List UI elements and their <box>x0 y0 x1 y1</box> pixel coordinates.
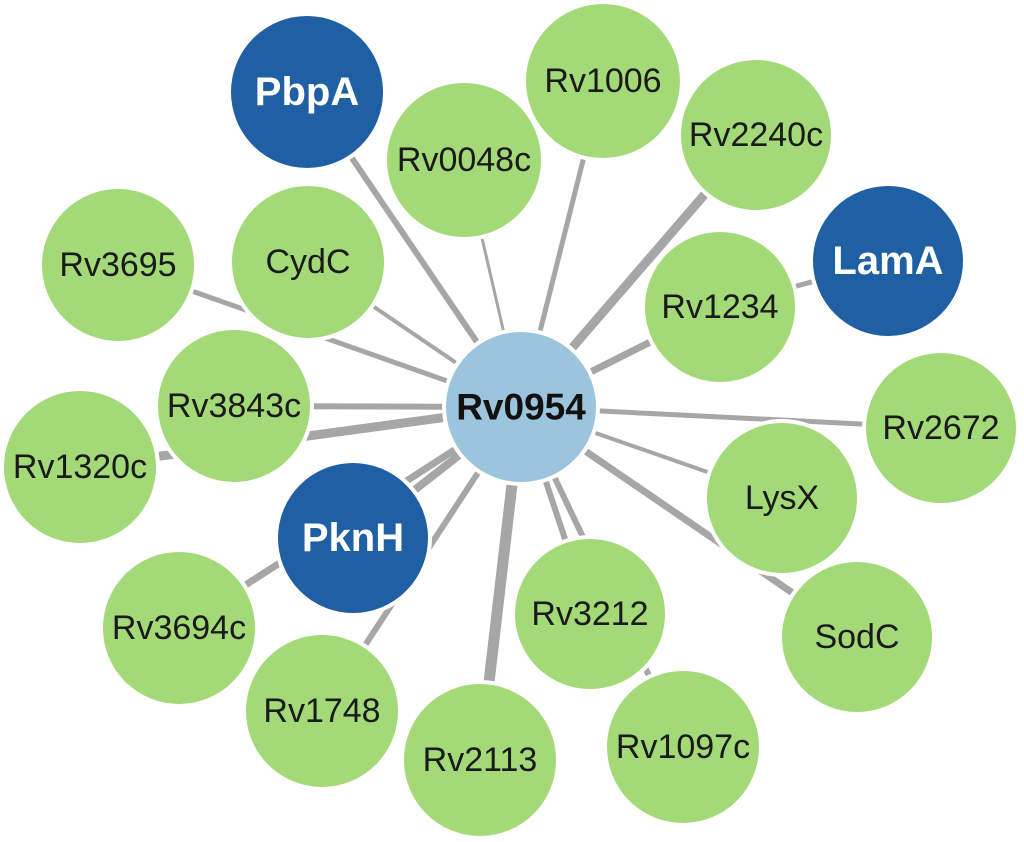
node-circle-lysx <box>703 419 861 577</box>
node-rv0954[interactable]: Rv0954 <box>442 328 600 486</box>
node-circle-rv1320c <box>0 387 160 547</box>
node-label-lysx: LysX <box>745 479 819 517</box>
node-label-rv3843c: Rv3843c <box>167 387 301 425</box>
node-circle-rv3694c <box>99 548 259 708</box>
node-label-rv2672: Rv2672 <box>882 409 999 447</box>
node-label-rv0954: Rv0954 <box>456 387 586 428</box>
node-circle-sodc <box>778 558 936 716</box>
node-circle-rv0954 <box>442 328 600 486</box>
node-rv3212[interactable]: Rv3212 <box>511 535 669 693</box>
node-label-rv1006: Rv1006 <box>544 62 661 100</box>
node-label-rv2113: Rv2113 <box>423 741 538 779</box>
node-sodc[interactable]: SodC <box>778 558 936 716</box>
node-rv3843c[interactable]: Rv3843c <box>154 326 314 486</box>
node-rv1234[interactable]: Rv1234 <box>641 228 799 386</box>
node-rv3695[interactable]: Rv3695 <box>38 185 198 345</box>
node-circle-rv2113 <box>400 680 560 840</box>
node-circle-pknh <box>274 459 432 617</box>
node-circle-rv1006 <box>522 0 684 162</box>
node-label-lama: LamA <box>832 239 943 283</box>
node-pknh[interactable]: PknH <box>274 459 432 617</box>
node-label-rv1320c: Rv1320c <box>13 448 147 486</box>
node-rv0048c[interactable]: Rv0048c <box>383 79 545 241</box>
node-label-rv3694c: Rv3694c <box>112 609 246 647</box>
node-circle-rv3212 <box>511 535 669 693</box>
node-circle-rv1097c <box>603 667 763 827</box>
node-circle-lama <box>809 182 967 340</box>
node-rv2113[interactable]: Rv2113 <box>400 680 560 840</box>
node-circle-cydc <box>228 182 388 342</box>
node-circle-rv1748 <box>242 631 402 791</box>
node-pbpa[interactable]: PbpA <box>227 12 387 172</box>
node-rv1097c[interactable]: Rv1097c <box>603 667 763 827</box>
node-label-rv1097c: Rv1097c <box>616 728 750 766</box>
node-label-rv3695: Rv3695 <box>59 246 176 284</box>
node-circle-rv2672 <box>862 349 1020 507</box>
node-circle-rv3695 <box>38 185 198 345</box>
node-circle-rv2240c <box>677 56 835 214</box>
node-label-pknh: PknH <box>302 516 404 560</box>
node-label-sodc: SodC <box>814 618 899 656</box>
node-cydc[interactable]: CydC <box>228 182 388 342</box>
node-rv1748[interactable]: Rv1748 <box>242 631 402 791</box>
node-lama[interactable]: LamA <box>809 182 967 340</box>
node-rv2672[interactable]: Rv2672 <box>862 349 1020 507</box>
node-label-rv2240c: Rv2240c <box>689 116 823 154</box>
node-rv1006[interactable]: Rv1006 <box>522 0 684 162</box>
node-circle-rv3843c <box>154 326 314 486</box>
node-circle-rv0048c <box>383 79 545 241</box>
node-label-rv0048c: Rv0048c <box>397 141 531 179</box>
node-rv1320c[interactable]: Rv1320c <box>0 387 160 547</box>
node-rv3694c[interactable]: Rv3694c <box>99 548 259 708</box>
node-label-rv1748: Rv1748 <box>263 692 380 730</box>
node-circle-rv1234 <box>641 228 799 386</box>
node-rv2240c[interactable]: Rv2240c <box>677 56 835 214</box>
node-circle-pbpa <box>227 12 387 172</box>
node-label-rv1234: Rv1234 <box>661 288 778 326</box>
node-label-cydc: CydC <box>265 243 350 281</box>
node-lysx[interactable]: LysX <box>703 419 861 577</box>
node-label-pbpa: PbpA <box>255 70 359 114</box>
node-label-rv3212: Rv3212 <box>531 595 648 633</box>
